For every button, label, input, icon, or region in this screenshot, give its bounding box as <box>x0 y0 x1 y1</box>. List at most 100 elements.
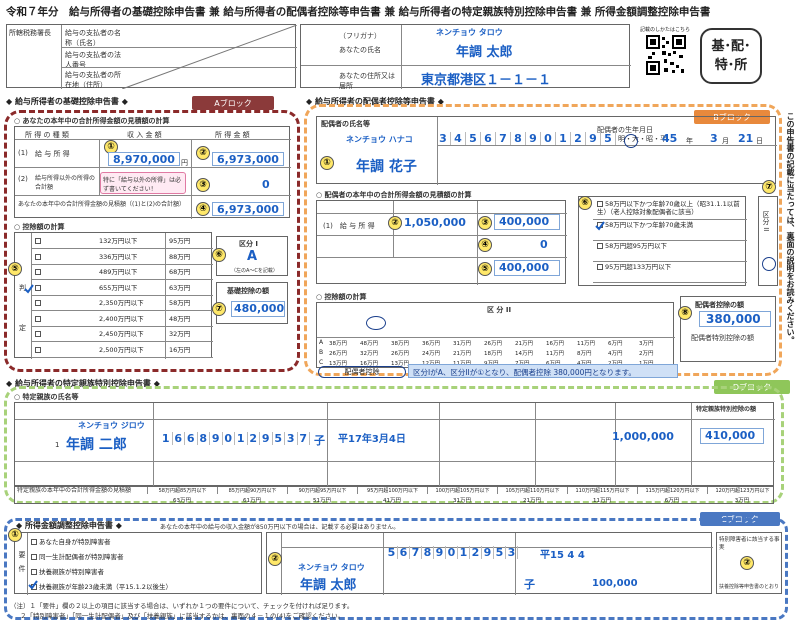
kubun2-box: 区分 II <box>758 196 778 286</box>
section-b-title: ◆ 給与所得者の配偶者控除等申告書 ◆ <box>306 97 444 106</box>
spouse-option[interactable]: 58万円以下かつ年齢70歳未満 <box>597 221 743 230</box>
spouse-check-icon <box>595 221 605 231</box>
tier-row: 2,450万円以下 <box>35 328 163 338</box>
marker-b4: ④ <box>478 238 492 252</box>
deduction-title-b: ○ 控除額の計算 <box>316 293 367 301</box>
deduction-cell: 18万円 <box>484 351 502 357</box>
relative-tier: 115万円超120万円以下 <box>637 487 707 494</box>
employee-box: （フリガナ） あなたの氏名 あなたの住所又は居所 ネンチョウ タロウ 年調 太郎… <box>300 24 631 90</box>
deduction-cell: 14万円 <box>515 351 533 357</box>
section-c-title: ◆ 所得金額調整控除申告書 ◆ <box>16 521 122 530</box>
spouse-option[interactable]: 58万円超95万円以下 <box>597 242 743 251</box>
basic-deduction-value: 480,000 <box>231 301 285 317</box>
deduction-cell: 38万円 <box>329 341 347 347</box>
spouse-option[interactable]: 58万円以下かつ年齢70歳以上（昭31.1.1以前生）（老人控除対象配偶者に該当… <box>597 200 740 216</box>
tier-amount: 68万円 <box>169 268 191 276</box>
marker-b7: ⑦ <box>762 180 776 194</box>
tier-row: 489万円以下 <box>35 266 163 276</box>
relative-tier: 120万円超123万円以下 <box>707 487 777 494</box>
digit-cell: 7 <box>496 132 511 145</box>
salary-amount-value: 6,973,000 <box>212 152 284 166</box>
footnote-2: ２「特別障害者」「同一生計配偶者」及び「扶養親族」に該当するかは、裏面の４－１の… <box>20 612 345 620</box>
marker-c2: ② <box>268 552 282 566</box>
requirement-option[interactable]: 同一生計配偶者が特別障害者 <box>31 551 124 561</box>
requirement-options: 要 件 あなた自身が特別障害者同一生計配偶者が特別障害者扶養親族が特別障害者扶養… <box>14 532 262 595</box>
section-d-title: ◆ 給与所得者の特定親族特別控除申告書 ◆ <box>6 379 160 388</box>
spouse-furigana: ネンチョウ ハナコ <box>346 135 413 144</box>
check-icon <box>24 284 34 294</box>
special-fact-box: 特別障害者に該当する事実 扶養控除等申告書のとおり <box>716 532 782 594</box>
relative-tier-amount: 63万円 <box>173 498 191 504</box>
deduction-cell: 24万円 <box>422 351 440 357</box>
total-amount-value: 6,973,000 <box>212 202 284 216</box>
form-type-badge: 基･配･特･所 <box>700 28 762 84</box>
c-furigana: ネンチョウ タロウ <box>298 563 365 572</box>
relative-tier-amount: 3万円 <box>734 498 750 504</box>
spouse-calc-title: ○ 配偶者の本年中の合計所得金額の見積額の計算 <box>316 191 472 199</box>
digit-cell: 9 <box>586 132 601 145</box>
block-d-outline <box>4 386 784 504</box>
row-label: A <box>319 339 324 346</box>
income-table: 所 得 の 種 類 収 入 金 額 所 得 金 額 (1) 給 与 所 得 (2… <box>14 126 291 219</box>
payer-number-label: 給与の支払者の法人番号 <box>65 51 121 69</box>
digit-cell: 9 <box>526 132 541 145</box>
deduction-cell: 36万円 <box>422 341 440 347</box>
relative-tier: 85万円超90万円以下 <box>217 487 287 494</box>
era-circle <box>624 134 638 148</box>
marker-b5: ⑤ <box>478 262 492 276</box>
deduction-cell: 11万円 <box>546 351 564 357</box>
salary-income-value: 8,970,000 <box>108 152 180 166</box>
footnote-1: （注）１「要件」欄の２以上の項目に該当する場合は、いずれか１つの要件について、チ… <box>10 602 354 610</box>
column-1-circle <box>366 316 386 330</box>
page-title: 令和７年分 給与所得者の基礎控除申告書 兼 給与所得者の配偶者控除等申告書 兼 … <box>6 6 711 18</box>
deduction-cell: 13万円 <box>329 361 347 367</box>
digit-cell: 9 <box>260 432 273 445</box>
deduction-cell: 11万円 <box>577 341 595 347</box>
kubun1-value: A <box>247 249 258 264</box>
deduction-cell: 3万円 <box>639 341 654 347</box>
deduction-cell: 31万円 <box>453 341 471 347</box>
spouse-total-value: 400,000 <box>494 260 560 276</box>
employee-furigana: ネンチョウ タロウ <box>436 28 503 37</box>
address-label: あなたの住所又は居所 <box>339 72 395 90</box>
digit-cell: 6 <box>398 546 410 559</box>
tax-office-label: 所轄税務署長 <box>9 29 51 37</box>
requirement-option[interactable]: あなた自身が特別障害者 <box>31 536 111 546</box>
spouse-option[interactable]: 95万円超133万円以下 <box>597 263 743 272</box>
strike-line <box>122 25 297 89</box>
deduction-cell: 26万円 <box>329 351 347 357</box>
digit-cell: 3 <box>285 432 298 445</box>
spouse-name: 年調 花子 <box>356 159 417 175</box>
requirement-option[interactable]: 扶養親族が年齢23歳未満（平15.1.2以後生） <box>31 581 172 591</box>
section-d-subtitle: ○ 特定親族の氏名等 <box>14 393 79 401</box>
deduction-cell: 38万円 <box>391 341 409 347</box>
digit-cell: 5 <box>386 546 398 559</box>
tier-amount: 32万円 <box>169 330 191 338</box>
relative-tier-amount: 31万円 <box>453 498 471 504</box>
row-label: C <box>319 359 324 366</box>
marker-3: ③ <box>196 178 210 192</box>
relative-tier: 100万円超105万円以下 <box>427 487 497 494</box>
deduction-cell: 26万円 <box>484 341 502 347</box>
digit-cell: 0 <box>541 132 556 145</box>
digit-cell: 7 <box>410 546 422 559</box>
c-relation: 子 <box>524 578 535 591</box>
qr-code-icon <box>646 35 686 75</box>
marker-b2: ② <box>388 216 402 230</box>
relative-tier-amount: 11万円 <box>593 498 611 504</box>
digit-cell: 6 <box>173 432 185 445</box>
digit-cell: 5 <box>466 132 481 145</box>
block-c-outline <box>4 518 788 620</box>
birth-month: 3 <box>710 132 718 145</box>
marker-b6: ⑥ <box>578 196 592 210</box>
marker-b3: ③ <box>478 216 492 230</box>
requirement-option[interactable]: 扶養親族が特別障害者 <box>31 566 104 576</box>
deduction-cell: 6万円 <box>608 341 623 347</box>
c-income: 100,000 <box>592 578 638 589</box>
c-birth: 平15 4 4 <box>540 550 585 561</box>
relative-income: 1,000,000 <box>612 430 674 443</box>
other-income-value: 0 <box>262 178 270 191</box>
tier-amount: 88万円 <box>169 252 191 261</box>
